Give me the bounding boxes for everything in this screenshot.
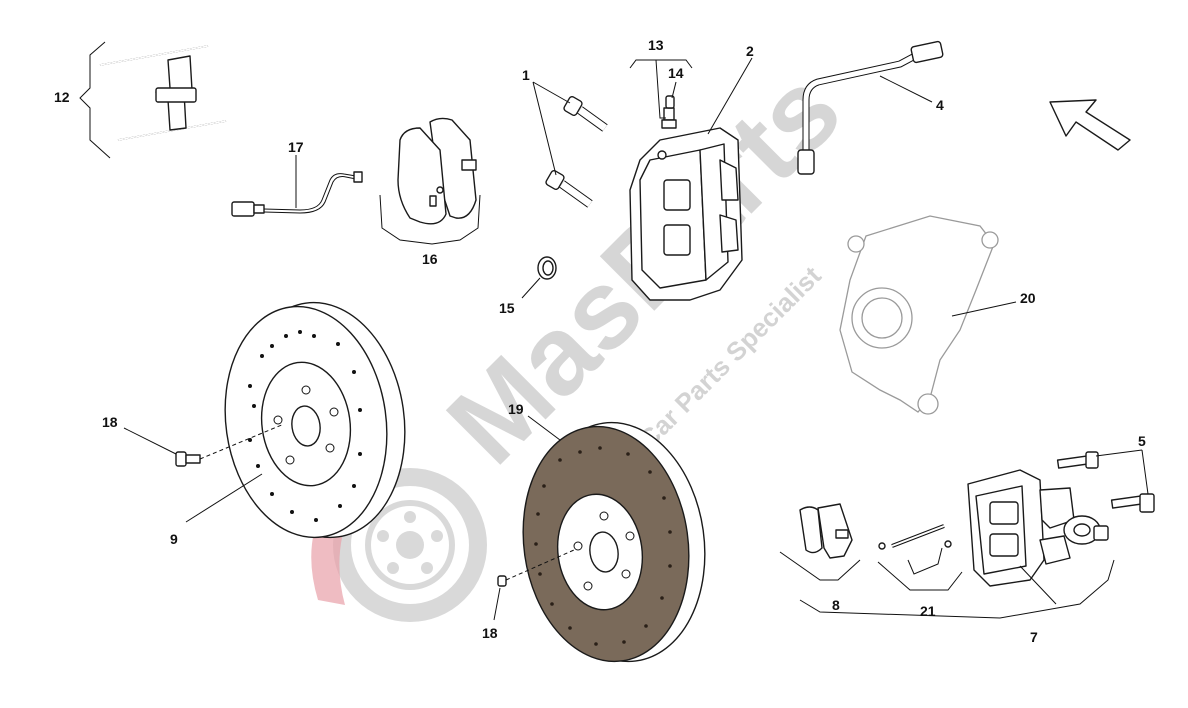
callout-9: 9 xyxy=(170,531,178,547)
leader-9 xyxy=(185,473,263,523)
rear-carbon-disc xyxy=(522,421,706,663)
caliper-bolts xyxy=(545,95,608,208)
steering-knuckle xyxy=(839,215,999,415)
rear-caliper xyxy=(967,469,1109,587)
callout-12: 12 xyxy=(54,89,70,105)
callout-18-rear: 18 xyxy=(482,625,498,641)
disc-screw-front xyxy=(175,451,201,467)
callout-13: 13 xyxy=(648,37,664,53)
front-brake-disc xyxy=(224,301,406,539)
rear-brake-pads xyxy=(799,503,853,559)
leader-18-front xyxy=(123,427,177,455)
front-disc-holes xyxy=(248,330,362,522)
callout-18-front: 18 xyxy=(102,414,118,430)
seal-ring xyxy=(537,256,557,280)
leader-2 xyxy=(707,57,753,135)
leader-4 xyxy=(879,75,933,103)
rear-pad-pin-kit xyxy=(878,524,952,575)
callout-7: 7 xyxy=(1030,629,1038,645)
bracket-13 xyxy=(629,59,693,119)
bracket-16 xyxy=(379,194,481,245)
callout-15: 15 xyxy=(499,300,515,316)
bracket-8 xyxy=(779,551,861,581)
rear-disc-holes xyxy=(534,446,672,646)
leader-20 xyxy=(951,301,1017,317)
watermark-disc-icon xyxy=(333,468,487,622)
callout-14: 14 xyxy=(668,65,684,81)
bracket-21 xyxy=(877,561,963,591)
callout-5: 5 xyxy=(1138,433,1146,449)
callout-20: 20 xyxy=(1020,290,1036,306)
front-caliper xyxy=(629,127,743,301)
leader-18-rear xyxy=(493,587,501,621)
callout-8: 8 xyxy=(832,597,840,613)
leader-1 xyxy=(532,81,571,176)
bracket-7 xyxy=(799,559,1115,619)
callout-1: 1 xyxy=(522,67,530,83)
callout-2: 2 xyxy=(746,43,754,59)
leader-14 xyxy=(671,81,677,99)
front-brake-pads xyxy=(397,117,477,225)
callout-16: 16 xyxy=(422,251,438,267)
callout-17: 17 xyxy=(288,139,304,155)
pad-pins-kit xyxy=(99,45,227,141)
bleed-screw xyxy=(661,95,677,129)
axis-line-18-front xyxy=(199,423,285,460)
leader-15 xyxy=(521,277,541,299)
rear-caliper-bolts xyxy=(1056,451,1155,513)
leader-5 xyxy=(1095,449,1149,495)
callout-4: 4 xyxy=(936,97,944,113)
callout-19: 19 xyxy=(508,401,524,417)
brake-hose xyxy=(797,40,944,175)
callout-21: 21 xyxy=(920,603,936,619)
leader-19 xyxy=(527,415,561,441)
arrow-up-left-icon xyxy=(1049,99,1131,151)
pad-wear-sensor xyxy=(231,171,363,217)
axis-line-18-rear xyxy=(505,549,575,581)
disc-screw-rear xyxy=(497,575,507,587)
bracket-12 xyxy=(79,41,111,159)
